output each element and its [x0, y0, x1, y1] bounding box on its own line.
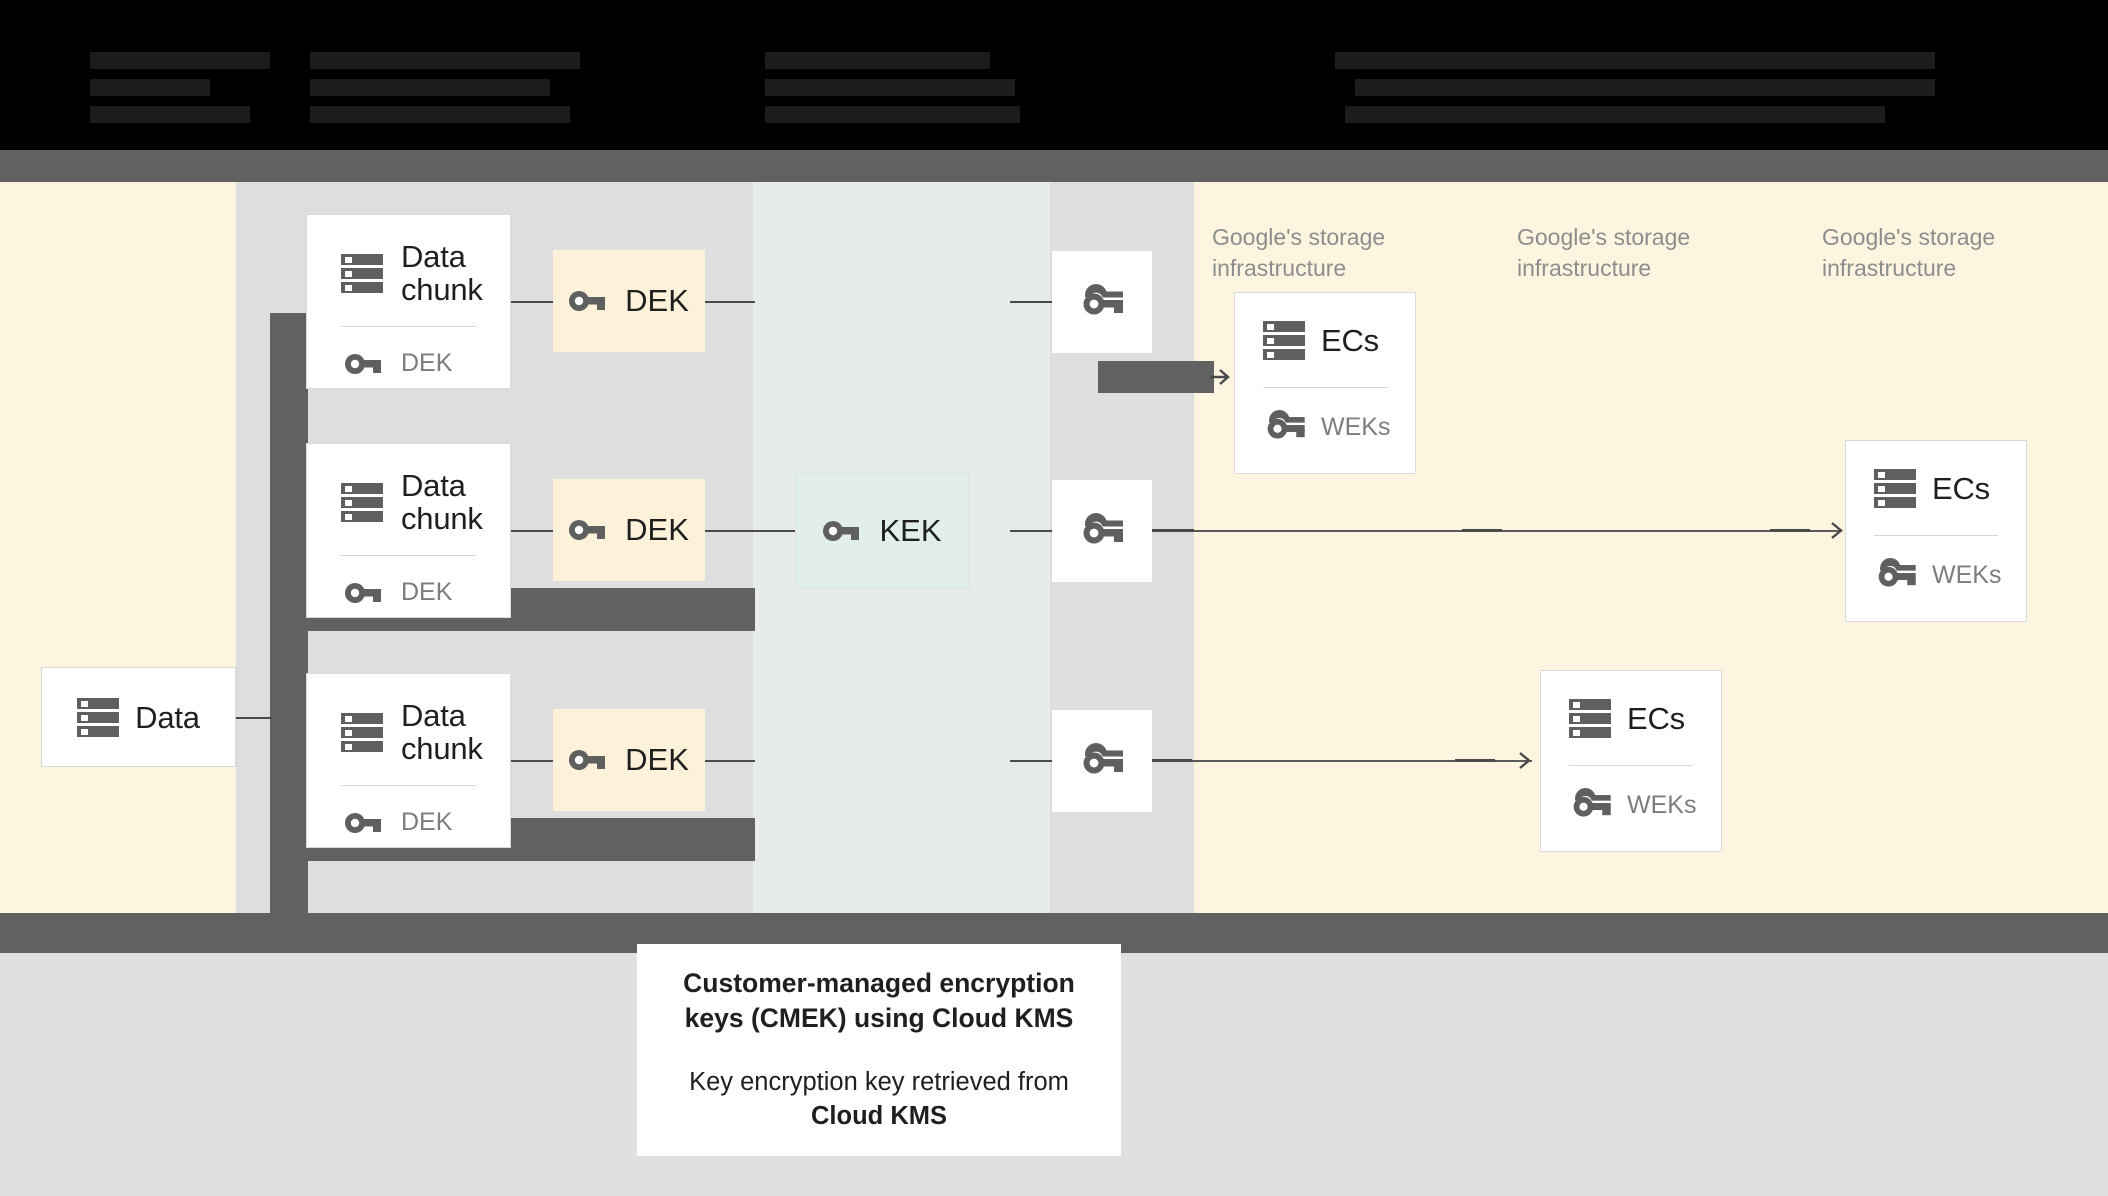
arrowhead-3 — [1519, 752, 1531, 769]
data-chunk-key-label: DEK — [401, 808, 453, 837]
top-black-banner — [0, 0, 2108, 150]
connector-kms-to-wek3 — [1010, 760, 1052, 762]
wrapped-key-icon — [1081, 283, 1123, 321]
data-chunk-card-2[interactable]: Data chunk DEK — [306, 443, 511, 618]
wrapped-key-icon — [1876, 558, 1916, 593]
connector-wek2-segment-b — [1462, 529, 1502, 532]
data-chunk-card-title: Data chunk — [401, 468, 483, 536]
card-divider — [341, 555, 476, 557]
connector-kek-to-wek2 — [1010, 530, 1052, 532]
connector-dek2-to-kek — [705, 530, 795, 532]
key-icon — [345, 810, 381, 836]
data-chunk-card-title: Data chunk — [401, 698, 483, 766]
server-icon — [341, 711, 383, 755]
ec-card-key-label: WEKs — [1321, 413, 1391, 441]
connector-chunk2-to-dek2 — [511, 530, 553, 532]
dek-box-2[interactable]: DEK — [553, 479, 705, 581]
kek-box-label: KEK — [879, 512, 942, 548]
key-icon — [823, 518, 860, 544]
ec-card-3[interactable]: ECs WEKs — [1845, 440, 2027, 622]
connector-data-to-fanout — [236, 717, 272, 719]
dek-box-label: DEK — [625, 283, 689, 318]
wrapped-key-icon — [1081, 742, 1123, 780]
data-source-card[interactable]: Data — [41, 667, 236, 767]
server-icon — [1569, 697, 1611, 741]
caption-title: Customer-managed encryption keys (CMEK) … — [683, 967, 1075, 1034]
data-chunk-key-label: DEK — [401, 349, 453, 378]
arrowhead-2 — [1831, 522, 1843, 539]
connector-dek1-to-kms — [705, 301, 755, 303]
data-chunk-key-label: DEK — [401, 578, 453, 607]
ec-card-title: ECs — [1627, 700, 1685, 736]
server-icon — [341, 481, 383, 525]
server-icon — [341, 252, 383, 296]
server-icon — [77, 696, 120, 740]
wrapped-key-box-1[interactable] — [1052, 251, 1152, 353]
data-chunk-card-3[interactable]: Data chunk DEK — [306, 673, 511, 848]
server-icon — [1874, 467, 1916, 511]
dek-box-label: DEK — [625, 512, 689, 547]
ec-card-1[interactable]: ECs WEKs — [1234, 292, 1416, 474]
connector-wek2-segment-c — [1770, 529, 1810, 532]
connector-wek3-segment-a — [1152, 759, 1192, 762]
dek-box-label: DEK — [625, 742, 689, 777]
infra-label-3: Google's storage infrastructure — [1822, 224, 1996, 281]
card-divider — [1569, 765, 1693, 766]
wrapped-key-icon — [1265, 410, 1305, 445]
connector-chunk3-to-dek3 — [511, 760, 553, 762]
wrapped-key-icon — [1081, 512, 1123, 550]
infra-label-2: Google's storage infrastructure — [1517, 224, 1691, 281]
top-gray-band — [0, 150, 2108, 182]
connector-wek3-segment-b — [1455, 759, 1495, 762]
wrapped-key-box-2[interactable] — [1052, 480, 1152, 582]
card-divider — [1263, 387, 1387, 388]
wrapped-key-icon — [1571, 788, 1611, 823]
ec-card-2[interactable]: ECs WEKs — [1540, 670, 1722, 852]
caption-subtitle-prefix: Key encryption key retrieved from — [689, 1068, 1069, 1097]
card-divider — [341, 326, 476, 328]
arrowhead-1 — [1210, 369, 1230, 385]
card-divider — [341, 785, 476, 787]
data-source-card-title: Data — [135, 699, 200, 735]
dek-box-3[interactable]: DEK — [553, 709, 705, 811]
key-icon — [345, 580, 381, 606]
connector-kms-to-wek1 — [1010, 301, 1052, 303]
key-icon — [569, 747, 606, 773]
caption-box: Customer-managed encryption keys (CMEK) … — [637, 944, 1121, 1156]
dek-box-1[interactable]: DEK — [553, 250, 705, 352]
key-icon — [569, 288, 606, 314]
key-icon — [569, 517, 606, 543]
ec-card-key-label: WEKs — [1932, 561, 2002, 589]
ec-card-key-label: WEKs — [1627, 791, 1697, 819]
caption-subtitle-strong: Cloud KMS — [811, 1102, 947, 1131]
server-icon — [1263, 319, 1305, 363]
main-flow-area: Data Data chunk — [0, 182, 2108, 955]
card-divider — [1874, 535, 1998, 536]
caption-subtitle: Key encryption key retrieved from Cloud … — [663, 1066, 1095, 1134]
wrapped-key-box-3[interactable] — [1052, 710, 1152, 812]
wrapped-arrow-bar-1 — [1098, 361, 1214, 393]
connector-chunk1-to-dek1 — [511, 301, 553, 303]
data-chunk-card-title: Data chunk — [401, 239, 483, 307]
infra-label-1: Google's storage infrastructure — [1212, 224, 1386, 281]
ec-card-title: ECs — [1932, 470, 1990, 506]
key-icon — [345, 351, 381, 377]
kek-box[interactable]: KEK — [795, 473, 970, 588]
connector-wek3-to-ec2-long — [1152, 760, 1532, 762]
connector-dek3-to-kms — [705, 760, 755, 762]
connector-wek2-segment-a — [1152, 529, 1194, 532]
ec-card-title: ECs — [1321, 322, 1379, 358]
data-chunk-card-1[interactable]: Data chunk DEK — [306, 214, 511, 389]
